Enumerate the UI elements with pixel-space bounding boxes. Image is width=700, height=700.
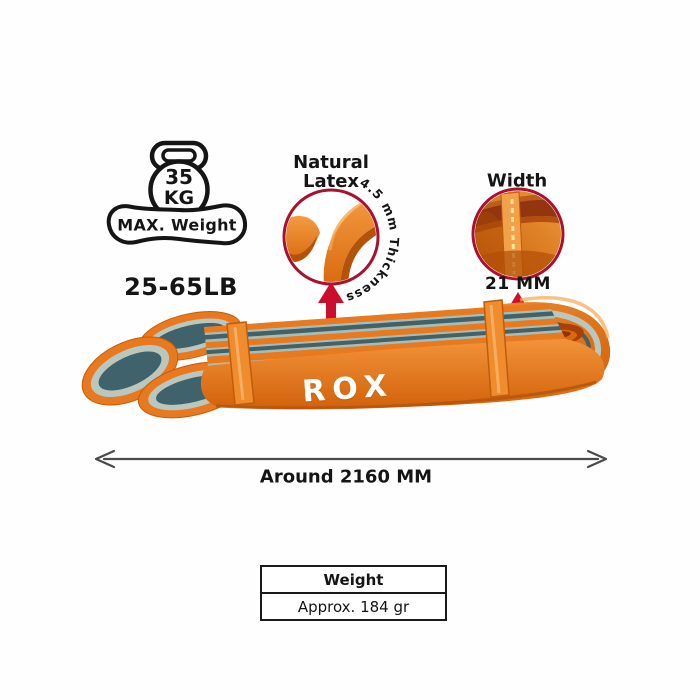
latex-title-line1: Natural [293, 152, 369, 173]
band-strap-left [226, 321, 255, 406]
latex-title-line2: Latex [302, 171, 360, 192]
kettlebell-icon [148, 140, 210, 221]
latex-magnifier: 4.5 mm Thickness [282, 175, 401, 306]
band-top-surface [204, 303, 566, 367]
latex-callout-title: Natural Latex [293, 153, 369, 191]
max-weight-unit: KG [163, 187, 195, 209]
width-callout-title: Width [486, 170, 548, 192]
max-weight-banner [106, 203, 248, 246]
resistance-band-illustration [81, 296, 611, 419]
spec-table: Weight Approx. 184 gr [260, 565, 447, 621]
width-callout-value: 21 MM [485, 274, 551, 294]
latex-pointer-arrow-icon [318, 282, 344, 333]
spec-table-value: Approx. 184 gr [297, 597, 410, 616]
length-arrow [94, 449, 608, 469]
max-weight-value: 35 [165, 165, 193, 189]
resistance-range-label: 25-65LB [124, 273, 238, 301]
width-magnifier [471, 187, 565, 281]
band-strap-right [483, 299, 510, 398]
length-dimension-label: Around 2160 MM [259, 466, 433, 488]
max-weight-label: MAX. Weight [117, 215, 237, 235]
spec-table-header: Weight [262, 567, 445, 594]
latex-cross-section [286, 193, 376, 282]
brand-logo: ROX [301, 368, 395, 410]
